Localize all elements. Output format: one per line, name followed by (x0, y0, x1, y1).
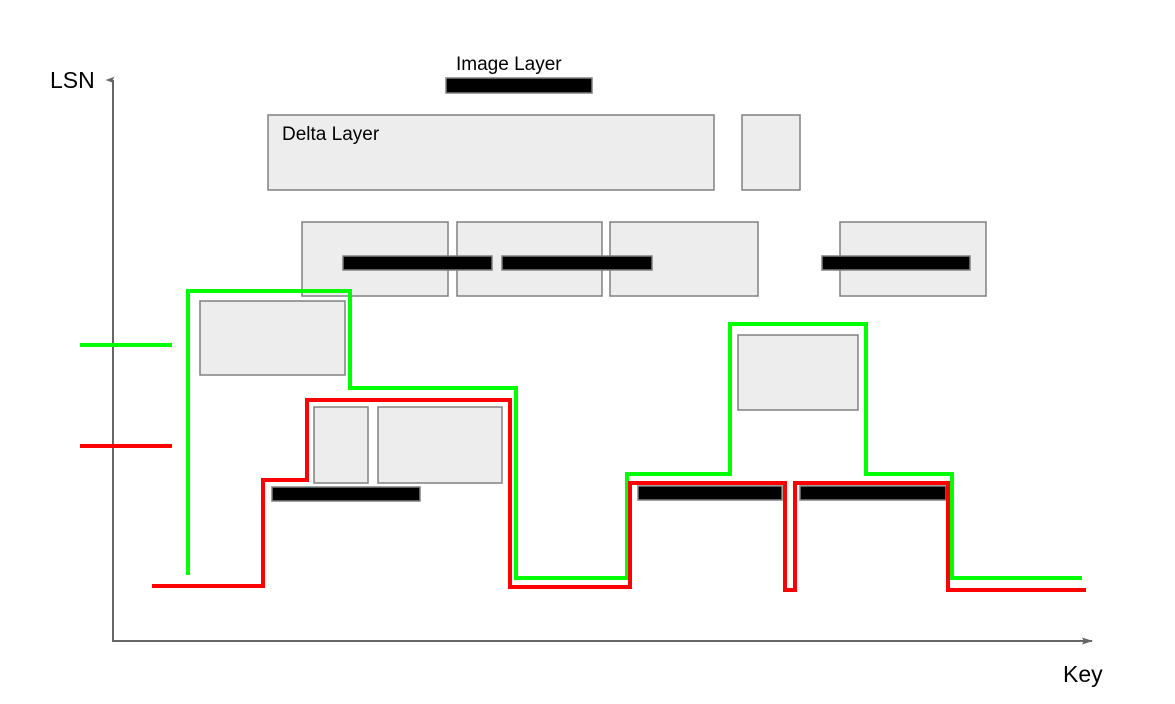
delta-layer-right-upper[interactable] (737, 334, 859, 411)
image-layer-top[interactable] (445, 77, 593, 94)
image-layer-lower-group (271, 485, 947, 502)
delta-layer-label: Delta Layer (282, 124, 380, 145)
green-lsn-boundary-line (186, 289, 1082, 580)
x-axis-label: Key (1063, 661, 1103, 687)
image-layer-row2-b[interactable] (501, 255, 653, 271)
image-layer-row2-c[interactable] (821, 255, 971, 271)
axes-group: LSN Key (50, 67, 1103, 687)
delta-layer-lower-group (199, 300, 859, 484)
delta-layer-top-wide[interactable] (267, 114, 715, 191)
image-layer-row5-a[interactable] (637, 485, 783, 501)
y-axis-label: LSN (50, 67, 95, 93)
image-layer-row2-group (342, 255, 971, 271)
image-layer-top-group: Image Layer (445, 54, 593, 94)
image-layer-row5-b[interactable] (799, 485, 947, 501)
image-layer-label: Image Layer (456, 54, 562, 75)
red-lsn-boundary-line (152, 398, 1086, 592)
lsn-tick-group (80, 343, 172, 448)
image-layer-row2-a[interactable] (342, 255, 493, 271)
delta-layer-row3-left[interactable] (199, 300, 346, 376)
delta-layer-row4-wide[interactable] (377, 406, 503, 484)
image-layer-row4[interactable] (271, 486, 421, 502)
delta-layer-top-small[interactable] (741, 114, 801, 191)
delta-layer-row4-narrow[interactable] (313, 406, 369, 484)
